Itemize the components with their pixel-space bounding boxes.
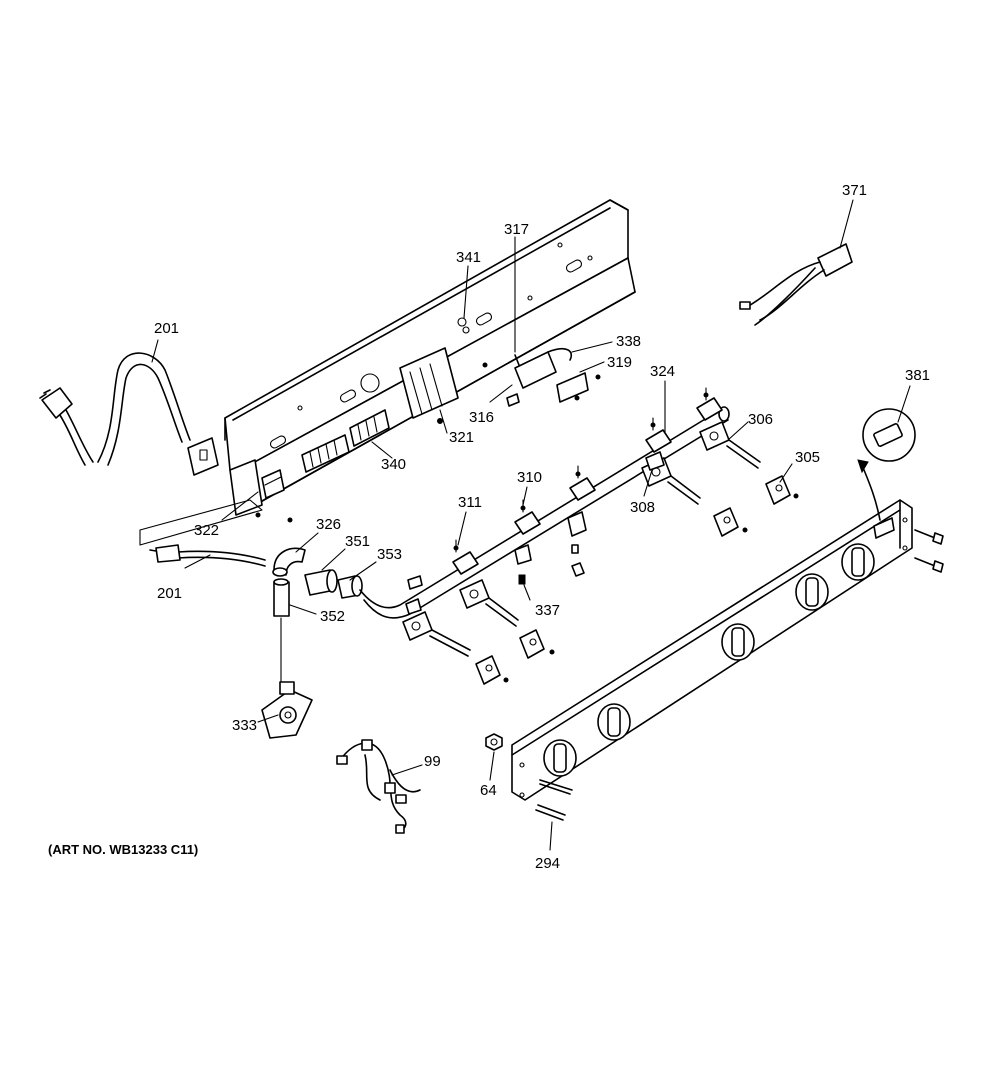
gas-inlet-pipe [273,578,290,691]
callout-294: 294 [535,855,560,872]
wiring-harness [336,739,421,834]
callout-321: 321 [449,429,474,446]
screw-341 [457,317,488,368]
ground-wire [139,499,266,567]
ignition-switch-harness [739,243,853,326]
callout-338: 338 [616,333,641,350]
callout-351: 351 [345,533,370,550]
callout-317: 317 [504,221,529,238]
callout-340: 340 [381,456,406,473]
callout-308: 308 [630,499,655,516]
callout-305: 305 [795,449,820,466]
callout-201-cord: 201 [154,320,179,337]
terminal-block [301,409,390,473]
burner-valve-4 [699,421,799,505]
callout-333: 333 [232,717,257,734]
manifold-clamps [452,387,723,575]
pipe-nipple [304,569,363,599]
pressure-regulator [261,681,313,739]
callout-311: 311 [458,494,482,511]
art-number: (ART NO. WB13233 C11) [48,842,198,857]
spark-module [399,347,459,424]
callout-310: 310 [517,469,542,486]
callout-306: 306 [748,411,773,428]
callout-341: 341 [456,249,481,266]
callout-324: 324 [650,363,675,380]
leader-lines [151,199,911,851]
control-knob-3 [721,623,755,661]
callout-337: 337 [535,602,560,619]
badge-detail [857,408,916,521]
power-cord [39,352,219,476]
callout-labels: 201 201 317 341 338 319 316 321 340 322 … [154,182,930,872]
transformer-338 [506,348,601,407]
burner-valve-3 [641,457,748,537]
callout-353: 353 [377,546,402,563]
burner-valve-1 [402,611,509,685]
burner-orifice [514,511,587,585]
burner-valve-2 [459,579,555,659]
valve-308-cluster [405,451,665,615]
panel-screws [535,529,944,821]
callout-381: 381 [905,367,930,384]
relay-322 [255,469,293,523]
callout-64: 64 [480,782,497,799]
callout-352: 352 [320,608,345,625]
control-knob-5 [841,543,875,581]
callout-371: 371 [842,182,867,199]
control-knob-2 [597,703,631,741]
callout-322: 322 [194,522,219,539]
callout-99: 99 [424,753,441,770]
control-knob-1 [543,739,577,777]
control-knob-4 [795,573,829,611]
hex-nut [485,733,503,751]
callout-326: 326 [316,516,341,533]
callout-201-lead: 201 [157,585,182,602]
callout-316: 316 [469,409,494,426]
elbow-fitting [272,547,306,577]
callout-319: 319 [607,354,632,371]
